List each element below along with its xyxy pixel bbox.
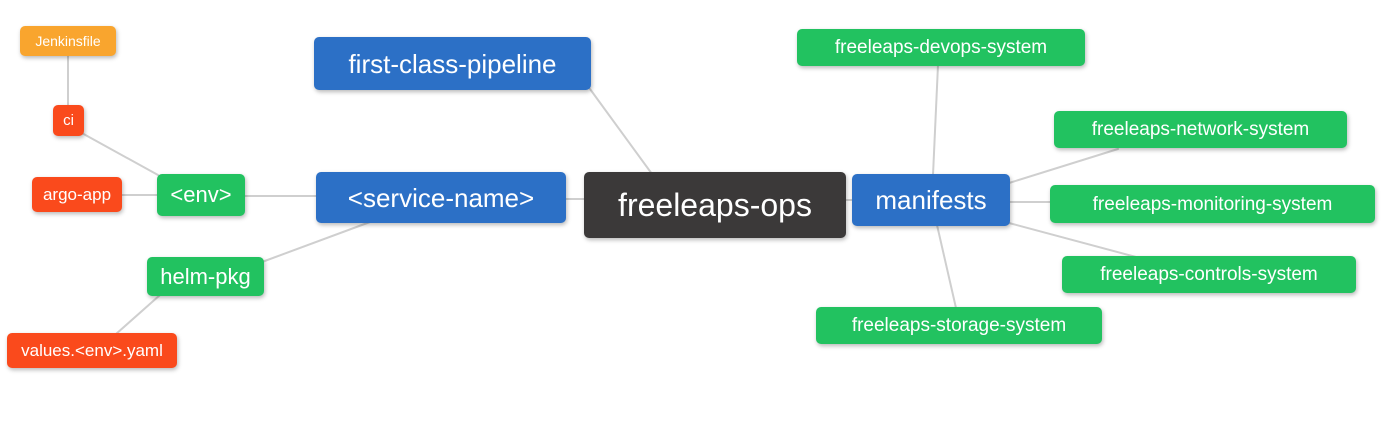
node-values-env-yaml[interactable]: values.<env>.yaml — [7, 333, 177, 368]
node-helm-pkg[interactable]: helm-pkg — [147, 257, 264, 296]
edge-first-class-pipeline-to-freeleaps-ops — [589, 88, 653, 175]
edge-devops-system-to-manifests — [932, 64, 939, 176]
node-storage-system[interactable]: freeleaps-storage-system — [816, 307, 1102, 344]
node-first-class-pipeline[interactable]: first-class-pipeline — [314, 37, 591, 90]
node-jenkinsfile[interactable]: Jenkinsfile — [20, 26, 116, 56]
edge-manifests-to-network-system — [1008, 148, 1119, 184]
edge-manifests-to-controls-system — [1008, 222, 1137, 258]
node-network-system[interactable]: freeleaps-network-system — [1054, 111, 1347, 148]
node-manifests[interactable]: manifests — [852, 174, 1010, 226]
node-ci[interactable]: ci — [53, 105, 84, 136]
edge-helm-pkg-to-values-env-yaml — [115, 294, 161, 335]
node-controls-system[interactable]: freeleaps-controls-system — [1062, 256, 1356, 293]
node-service-name[interactable]: <service-name> — [316, 172, 566, 223]
node-monitoring-system[interactable]: freeleaps-monitoring-system — [1050, 185, 1375, 223]
node-freeleaps-ops-root[interactable]: freeleaps-ops — [584, 172, 846, 238]
edge-service-name-to-helm-pkg — [261, 221, 371, 263]
node-devops-system[interactable]: freeleaps-devops-system — [797, 29, 1085, 66]
edge-ci-to-env — [79, 131, 159, 176]
edge-manifests-to-storage-system — [936, 224, 957, 309]
node-argo-app[interactable]: argo-app — [32, 177, 122, 212]
node-env[interactable]: <env> — [157, 174, 245, 216]
